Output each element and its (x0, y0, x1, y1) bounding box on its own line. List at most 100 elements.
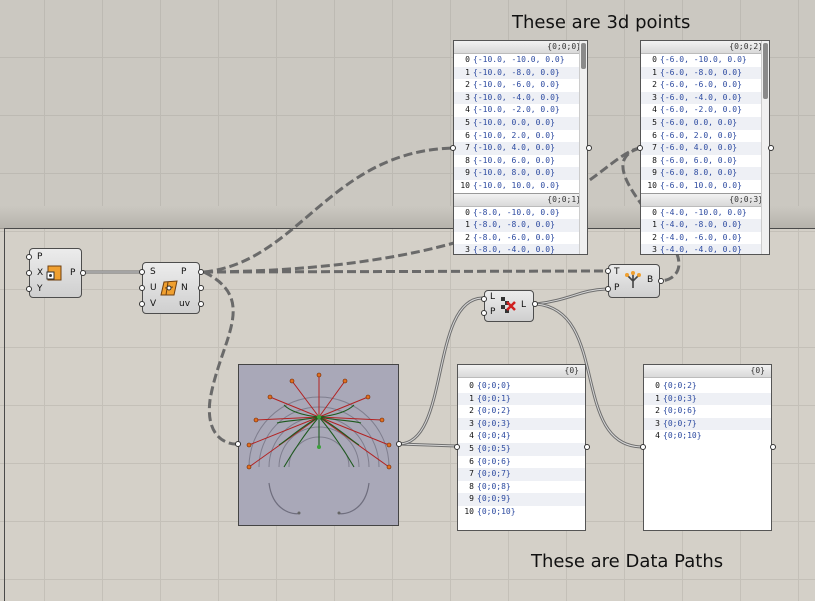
row-index: 3 (652, 92, 657, 102)
panel-row: 2{-6.0, -6.0, 0.0} (641, 79, 769, 92)
tree-stats-icon (501, 297, 516, 313)
row-value: {-10.0, 4.0, 0.0} (473, 143, 555, 153)
row-value: {0;0;4} (477, 431, 511, 441)
row-value: {-10.0, -4.0, 0.0} (473, 92, 560, 102)
row-index: 7 (469, 469, 474, 479)
panel-row: 6{0;0;6} (458, 456, 585, 469)
param-viewer-component[interactable] (238, 364, 399, 526)
scroll-thumb[interactable] (763, 43, 768, 99)
panel-scrollbar[interactable] (579, 41, 587, 254)
row-value: {-6.0, -8.0, 0.0} (660, 67, 742, 77)
panel-points-b[interactable]: {0;0;2} 0{-6.0, -10.0, 0.0}1{-6.0, -8.0,… (640, 40, 770, 255)
input-grip-s[interactable] (139, 269, 145, 275)
panel-row: 0{-8.0, -10.0, 0.0} (454, 207, 587, 220)
row-index: 8 (652, 155, 657, 165)
row-index: 2 (652, 232, 657, 242)
panel-path-header: {0} (644, 365, 771, 378)
output-grip-b[interactable] (658, 278, 664, 284)
evaluate-surface-component[interactable]: S U V P N uv (142, 262, 200, 314)
panel-a-input-grip[interactable] (450, 145, 456, 151)
row-value: {-6.0, 2.0, 0.0} (660, 130, 738, 140)
output-grip-n[interactable] (198, 285, 204, 291)
viewer-input-grip[interactable] (235, 441, 241, 447)
row-index: 9 (465, 168, 470, 178)
tree-branch-component[interactable]: T P B (608, 264, 660, 298)
panel-row: 10{0;0;10} (458, 506, 585, 519)
input-label-x: X (37, 268, 44, 278)
viewer-output-grip[interactable] (396, 441, 402, 447)
row-index: 0 (465, 207, 470, 217)
panel-row: 1{-6.0, -8.0, 0.0} (641, 66, 769, 80)
panel-row: 10{-6.0, 10.0, 0.0} (641, 180, 769, 193)
scroll-thumb[interactable] (581, 43, 586, 69)
output-grip-p[interactable] (198, 269, 204, 275)
input-label-v: V (150, 299, 157, 309)
panel-data-paths[interactable]: {0} 0{0;0;0}1{0;0;1}2{0;0;2}3{0;0;3}4{0;… (457, 364, 586, 531)
input-grip-p[interactable] (26, 254, 32, 260)
input-grip-p[interactable] (605, 286, 611, 292)
output-grip-l[interactable] (532, 301, 538, 307)
panel-row: 0{0;0;2} (644, 380, 771, 393)
row-index: 6 (469, 456, 474, 466)
row-index: 8 (469, 481, 474, 491)
output-label-n: N (181, 283, 188, 293)
panel-paths-output-grip[interactable] (584, 444, 590, 450)
row-index: 1 (652, 220, 657, 230)
row-index: 0 (655, 381, 660, 390)
input-grip-y[interactable] (26, 286, 32, 292)
panel-row: 1{-10.0, -8.0, 0.0} (454, 66, 587, 80)
row-index: 5 (652, 117, 657, 127)
panel-b-input-grip[interactable] (637, 145, 643, 151)
panel-selected-paths[interactable]: {0} 0{0;0;2}1{0;0;3}2{0;0;6}3{0;0;7}4{0;… (643, 364, 772, 531)
panel-row: 6{-10.0, 2.0, 0.0} (454, 130, 587, 143)
panel-scrollbar[interactable] (761, 41, 769, 254)
panel-row: 1{-8.0, -8.0, 0.0} (454, 219, 587, 232)
panel-a-output-grip[interactable] (586, 145, 592, 151)
output-grip-p[interactable] (80, 270, 86, 276)
row-value: {-6.0, -10.0, 0.0} (660, 55, 747, 64)
panel-row: 10{-10.0, 10.0, 0.0} (454, 180, 587, 193)
input-grip-u[interactable] (139, 285, 145, 291)
row-value: {0;0;6} (477, 456, 511, 466)
panel-row: 4{0;0;10} (644, 430, 771, 443)
construct-point-component[interactable]: P X Y P (29, 248, 82, 298)
input-grip-x[interactable] (26, 270, 32, 276)
output-grip-uv[interactable] (198, 301, 204, 307)
tree-branch-icon (625, 271, 641, 288)
row-value: {-6.0, 0.0, 0.0} (660, 117, 738, 127)
panel-rows: 0{-4.0, -10.0, 0.0}1{-4.0, -8.0, 0.0}2{-… (641, 207, 769, 254)
input-grip-l[interactable] (481, 296, 487, 302)
panel-row: 4{-6.0, -2.0, 0.0} (641, 104, 769, 117)
panel-paths-input-grip[interactable] (454, 444, 460, 450)
panel-row: 0{-4.0, -10.0, 0.0} (641, 207, 769, 220)
row-value: {-8.0, -8.0, 0.0} (473, 220, 555, 230)
panel-row: 7{0;0;7} (458, 468, 585, 481)
row-value: {0;0;1} (477, 393, 511, 403)
panel-selected-input-grip[interactable] (640, 444, 646, 450)
row-index: 7 (465, 143, 470, 153)
row-index: 3 (655, 418, 660, 428)
input-label-s: S (150, 267, 156, 277)
input-grip-t[interactable] (605, 268, 611, 274)
row-value: {-10.0, 8.0, 0.0} (473, 168, 555, 178)
row-index: 6 (465, 130, 470, 140)
panel-selected-output-grip[interactable] (770, 444, 776, 450)
row-index: 0 (652, 207, 657, 217)
input-grip-v[interactable] (139, 301, 145, 307)
panel-b-output-grip[interactable] (768, 145, 774, 151)
panel-rows: 0{-10.0, -10.0, 0.0}1{-10.0, -8.0, 0.0}2… (454, 54, 587, 193)
panel-row: 0{-10.0, -10.0, 0.0} (454, 54, 587, 67)
row-value: {0;0;5} (477, 443, 511, 453)
row-index: 4 (652, 105, 657, 115)
panel-points-a[interactable]: {0;0;0} 0{-10.0, -10.0, 0.0}1{-10.0, -8.… (453, 40, 588, 255)
surface-icon (160, 280, 178, 296)
input-label-p: P (490, 307, 496, 317)
tree-statistics-component[interactable]: L P L (484, 290, 534, 322)
row-value: {0;0;2} (663, 381, 697, 390)
row-index: 1 (465, 67, 470, 77)
output-label-p: P (181, 267, 187, 277)
row-index: 10 (464, 506, 474, 516)
row-index: 10 (647, 180, 657, 190)
row-index: 2 (469, 406, 474, 416)
input-grip-p[interactable] (481, 310, 487, 316)
